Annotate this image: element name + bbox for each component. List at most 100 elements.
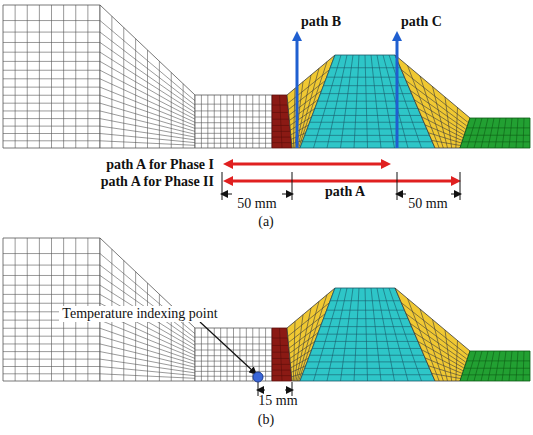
- mesh-line: [509, 351, 512, 381]
- figure-label: path B: [301, 14, 341, 30]
- mesh-line: [488, 351, 494, 381]
- indexing-point: [253, 372, 263, 382]
- mesh-line: [310, 122, 424, 123]
- mesh-line: [246, 95, 247, 148]
- mesh-line: [330, 67, 400, 68]
- mesh-line: [420, 76, 443, 148]
- mesh-line: [318, 334, 415, 335]
- mesh-line: [3, 70, 100, 71]
- leader-line: [200, 322, 254, 372]
- mesh-line: [207, 328, 208, 381]
- mesh-line: [195, 110, 272, 111]
- mesh-line: [100, 320, 195, 358]
- figure-label: 15 mm: [258, 393, 297, 409]
- mesh-line: [467, 127, 530, 128]
- mesh-line: [75, 5, 76, 148]
- mesh-line: [63, 5, 64, 148]
- mesh-line: [464, 368, 530, 369]
- mesh-line: [293, 88, 295, 148]
- mesh-line: [100, 141, 195, 146]
- mesh-line: [3, 285, 100, 286]
- figure-label: 50 mm: [408, 196, 447, 212]
- mesh-line: [100, 344, 195, 367]
- mesh-region: [395, 288, 470, 381]
- mesh-line: [100, 87, 195, 125]
- mesh-line: [425, 358, 462, 374]
- mesh-line: [467, 360, 530, 361]
- mesh-line: [315, 341, 418, 342]
- mesh-line: [422, 350, 464, 371]
- mesh-line: [305, 135, 430, 136]
- mesh-line: [425, 125, 462, 141]
- mesh-line: [252, 95, 253, 148]
- mesh-line: [272, 119, 289, 120]
- mesh-line: [433, 320, 448, 382]
- mesh-line: [195, 361, 272, 362]
- mesh-line: [433, 87, 448, 149]
- mesh-line: [495, 351, 500, 381]
- mesh-line: [100, 374, 195, 379]
- mesh-line: [201, 95, 202, 148]
- mesh-line: [320, 326, 411, 327]
- mesh-line: [312, 348, 421, 349]
- mesh-line: [111, 16, 112, 148]
- mesh-line: [365, 288, 368, 381]
- mesh-line: [233, 95, 234, 148]
- mesh-line: [3, 118, 100, 119]
- mesh-line: [3, 87, 100, 88]
- figure-label: (b): [258, 412, 274, 428]
- mesh-line: [100, 111, 195, 134]
- mesh-line: [195, 143, 272, 144]
- mesh-line: [123, 28, 124, 149]
- mesh-line: [432, 140, 461, 145]
- mesh-line: [272, 345, 289, 346]
- mesh-line: [272, 105, 288, 106]
- mesh-line: [3, 61, 100, 62]
- mesh-line: [272, 142, 291, 143]
- mesh-line: [100, 95, 195, 128]
- mesh-line: [195, 366, 272, 367]
- mesh-line: [377, 55, 395, 148]
- mesh-line: [410, 90, 466, 129]
- mesh-line: [310, 355, 424, 356]
- figure-label: path C: [401, 14, 442, 30]
- mesh-line: [377, 288, 395, 381]
- mesh-line: [100, 265, 195, 338]
- mesh-line: [467, 351, 476, 381]
- figure-label: Temperature indexing point: [59, 306, 220, 322]
- mesh-line: [195, 371, 272, 372]
- mesh-line: [272, 358, 290, 359]
- mesh-a: [3, 5, 530, 148]
- mesh-line: [341, 55, 354, 148]
- mesh-line: [3, 351, 100, 352]
- mesh-line: [100, 328, 195, 361]
- mesh-line: [428, 133, 461, 143]
- mesh-line: [3, 373, 100, 374]
- mesh-line: [3, 42, 100, 43]
- mesh-region: [395, 55, 470, 148]
- mesh-line: [420, 309, 443, 381]
- mesh-region: [100, 5, 195, 148]
- figure-label: 50 mm: [237, 196, 276, 212]
- mesh-line: [220, 95, 221, 148]
- figure-label: path A: [325, 184, 365, 200]
- mesh-line: [87, 5, 88, 148]
- mesh-line: [100, 79, 195, 123]
- mesh-line: [220, 328, 221, 381]
- mesh-line: [100, 42, 195, 108]
- mesh-line: [27, 5, 28, 148]
- mesh-line: [195, 117, 272, 118]
- mesh-line: [280, 95, 283, 148]
- mesh-line: [327, 55, 347, 148]
- mesh-line: [292, 373, 303, 376]
- mesh-line: [341, 288, 354, 381]
- mesh-line: [3, 140, 100, 141]
- mesh-line: [259, 95, 260, 148]
- mesh-line: [410, 323, 466, 362]
- mesh-line: [195, 355, 272, 356]
- mesh-line: [39, 5, 40, 148]
- mesh-line: [3, 359, 100, 360]
- mesh-line: [195, 337, 272, 338]
- mesh-line: [502, 351, 506, 381]
- figure-label: path A for Phase II: [101, 174, 214, 190]
